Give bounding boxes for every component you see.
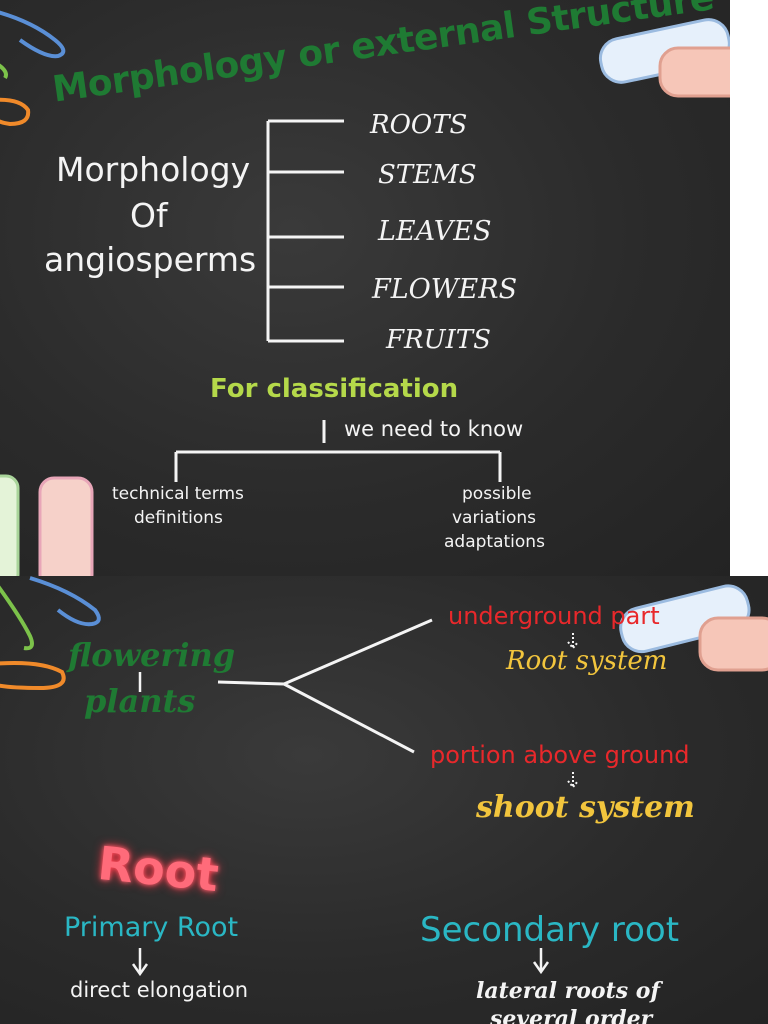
chalk-stick-icon: [598, 18, 730, 98]
part-roots: ROOTS: [370, 110, 468, 140]
classification-heading: For classification: [210, 374, 459, 404]
slide-1-chalkboard: Morphology or external Structure Morphol…: [0, 0, 730, 576]
underground-part: underground part: [448, 602, 660, 630]
secondary-root-desc: lateral roots of: [476, 978, 660, 1004]
primary-root-desc: direct elongation: [70, 978, 249, 1002]
flowering-plants-line-2: plants: [84, 682, 196, 720]
subject-line-1: Morphology: [56, 150, 251, 189]
secondary-root-heading: Secondary root: [420, 910, 680, 950]
subject-line-2: Of: [130, 196, 168, 235]
paperclip-icon: [0, 576, 101, 691]
root-system: Root system: [506, 646, 668, 676]
shoot-system: shoot system: [476, 790, 695, 825]
paperclip-icon: [0, 10, 66, 127]
need-to-know-text: we need to know: [344, 417, 524, 441]
small-down-arrow-icon: [567, 633, 579, 789]
part-leaves: LEAVES: [378, 216, 492, 247]
flowering-plants-line-1: flowering: [68, 636, 236, 674]
part-stems: STEMS: [378, 160, 477, 190]
plant-branch-lines: [217, 618, 433, 754]
secondary-root-desc-2: several order: [490, 1006, 653, 1024]
right-branch-line-2: variations: [452, 508, 537, 528]
primary-arrow-icon: [131, 948, 149, 977]
primary-root-heading: Primary Root: [64, 912, 239, 943]
parts-bracket: [266, 119, 344, 343]
subject-line-3: angiosperms: [44, 240, 257, 279]
decor-layer-1: [0, 10, 730, 576]
decor-layer-2: [0, 576, 768, 977]
left-branch-line-1: technical terms: [112, 484, 244, 504]
left-branch-line-2: definitions: [134, 508, 223, 528]
chalk-stick-icon: [619, 584, 768, 672]
part-flowers: FLOWERS: [372, 274, 518, 305]
portion-above-ground: portion above ground: [430, 741, 690, 769]
slide-2-chalkboard: flowering plants underground part Root s…: [0, 576, 768, 1024]
right-branch-line-1: possible: [462, 484, 532, 504]
chalk-stick-icon: [0, 474, 94, 576]
classification-branch: [174, 420, 502, 482]
part-fruits: FRUITS: [386, 325, 491, 355]
right-branch-line-3: adaptations: [444, 532, 545, 552]
secondary-arrow-icon: [532, 948, 550, 975]
